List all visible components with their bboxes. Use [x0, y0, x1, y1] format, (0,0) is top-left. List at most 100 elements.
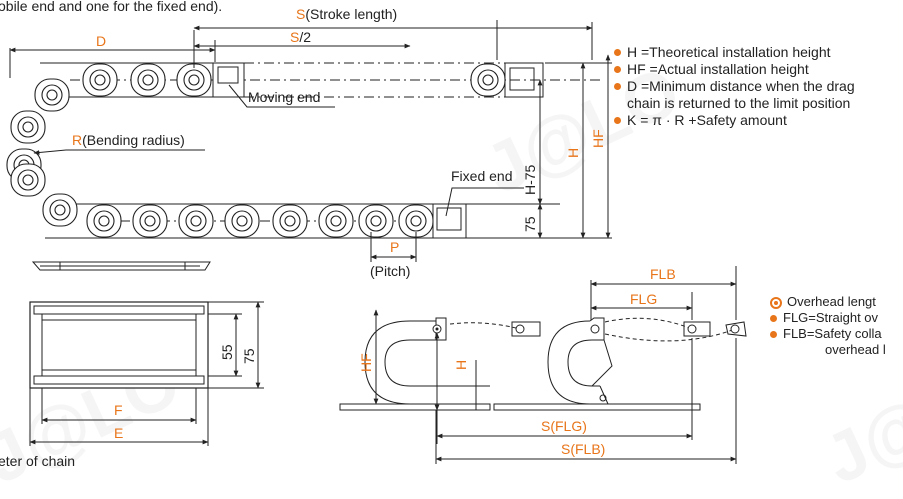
- chain-link: [470, 63, 506, 97]
- fixed-end-leader: [445, 187, 524, 217]
- right-pivot: [590, 324, 600, 334]
- legend-item: FLG=Straight ov: [770, 310, 886, 326]
- legend-text: K = π · R +Safety amount: [627, 112, 787, 128]
- legend-text: FLB=Safety colla: [783, 326, 882, 341]
- legend-text: D =Minimum distance when the drag: [627, 78, 855, 94]
- left-pivot-dot: [435, 327, 439, 331]
- moving-end-plate: [217, 66, 239, 84]
- half-stroke-label: S/2: [290, 29, 311, 45]
- legend-text: chain is returned to the limit position: [627, 95, 851, 111]
- chain-link: [178, 204, 214, 238]
- right-mobile-bracket: [683, 321, 711, 337]
- right-chain-inner: [567, 339, 600, 387]
- left-chain-outer: [364, 320, 490, 405]
- moving-end-label: Moving end: [248, 89, 320, 105]
- chain-link: [10, 163, 46, 197]
- right-support: [591, 339, 613, 387]
- base-plate-left: [339, 403, 491, 411]
- fixed-end-plate: [436, 207, 462, 231]
- flg-label: FLG: [630, 291, 657, 307]
- dim55-label: 55: [219, 344, 235, 360]
- sflg-label: S(FLG): [541, 418, 587, 434]
- cross-section-inner: [41, 313, 197, 377]
- right-sag-line: [604, 328, 736, 342]
- drag-chain-diagram: obile end and one for the fixed end). S(…: [0, 0, 747, 467]
- legend-item: FLB=Safety colla: [770, 326, 886, 342]
- h2-label: H: [453, 360, 469, 370]
- legend-top: H =Theoretical installation height HF =A…: [614, 44, 855, 129]
- legend-text: FLG=Straight ov: [783, 310, 879, 325]
- h-label: H: [565, 148, 581, 158]
- left-chain-inner: [384, 339, 490, 387]
- fixed-end-label: Fixed end: [451, 168, 512, 184]
- arm-end-bracket: [509, 67, 535, 91]
- lower-chain-rail: [45, 203, 470, 239]
- moving-arm-centerline: [244, 62, 505, 98]
- flb-label: FLB: [650, 266, 676, 282]
- stroke-ext-lines: [193, 20, 593, 68]
- legend-item: overhead l: [770, 342, 886, 358]
- legend-text: overhead l: [825, 342, 886, 357]
- dim75b-label: 75: [241, 348, 257, 364]
- bottom-note: eter of chain: [0, 453, 75, 467]
- chain-link: [130, 63, 166, 97]
- rail-profile: [31, 261, 211, 271]
- legend-bottom: Overhead lengt FLG=Straight ov FLB=Safet…: [770, 294, 886, 358]
- legend-text: Overhead lengt: [787, 294, 876, 309]
- cross-section-lines: [42, 319, 196, 371]
- bullet-icon: [770, 315, 777, 322]
- chain-link: [318, 204, 354, 238]
- hf2-label: HF: [358, 353, 374, 372]
- legend-item: HF =Actual installation height: [614, 61, 855, 78]
- hf-label: HF: [590, 129, 606, 148]
- chain-link: [34, 78, 70, 112]
- chain-link: [272, 204, 308, 238]
- base-plate-right: [493, 403, 701, 411]
- stroke-label: S(Stroke length): [296, 6, 397, 22]
- overhead-s-ext: [435, 338, 737, 464]
- left-mobile-bracket: [511, 321, 541, 337]
- target-icon: [770, 297, 782, 309]
- upper-chain-rail: [40, 62, 222, 98]
- chain-link: [82, 63, 118, 97]
- legend-item: D =Minimum distance when the drag: [614, 78, 855, 95]
- bullet-icon: [614, 117, 621, 124]
- chain-link: [10, 110, 46, 144]
- left-sag-line: [449, 322, 521, 330]
- right-straight-line: [604, 317, 693, 330]
- section-ext-lines: [208, 301, 264, 389]
- dim75-label: 75: [522, 216, 538, 232]
- radius-leader: [33, 149, 205, 155]
- right-chain-outer: [547, 320, 591, 405]
- legend-text: H =Theoretical installation height: [627, 44, 831, 60]
- left-mobile-pivot: [515, 324, 525, 334]
- right-foot: [599, 385, 609, 405]
- chain-link: [176, 63, 212, 97]
- moving-end-leader: [228, 84, 335, 108]
- h75-label: H-75: [522, 164, 538, 195]
- chain-link: [358, 204, 394, 238]
- radius-label: R(Bending radius): [72, 132, 185, 148]
- chain-link: [132, 204, 168, 238]
- legend-item: Overhead lengt: [770, 294, 886, 310]
- e-label: E: [114, 425, 123, 441]
- top-note: obile end and one for the fixed end).: [0, 0, 222, 14]
- legend-text: HF =Actual installation height: [627, 61, 809, 77]
- sflb-label: S(FLB): [561, 441, 605, 457]
- width-ext-lines: [29, 388, 209, 446]
- right-far-bracket: [725, 321, 747, 337]
- legend-item: H =Theoretical installation height: [614, 44, 855, 61]
- bullet-icon: [614, 83, 621, 90]
- legend-item: K = π · R +Safety amount: [614, 112, 855, 129]
- right-end-bracket: [589, 317, 605, 341]
- chain-link: [42, 193, 78, 227]
- rail-profile-detail: [40, 262, 200, 270]
- right-far-pivot: [730, 324, 740, 334]
- chain-link: [86, 204, 122, 238]
- d-label: D: [96, 33, 106, 49]
- bullet-icon: [770, 331, 777, 338]
- pitch-label: (Pitch): [370, 263, 410, 279]
- bullet-icon: [614, 49, 621, 56]
- cross-section-bottom-bar: [33, 375, 205, 385]
- f-label: F: [114, 402, 123, 418]
